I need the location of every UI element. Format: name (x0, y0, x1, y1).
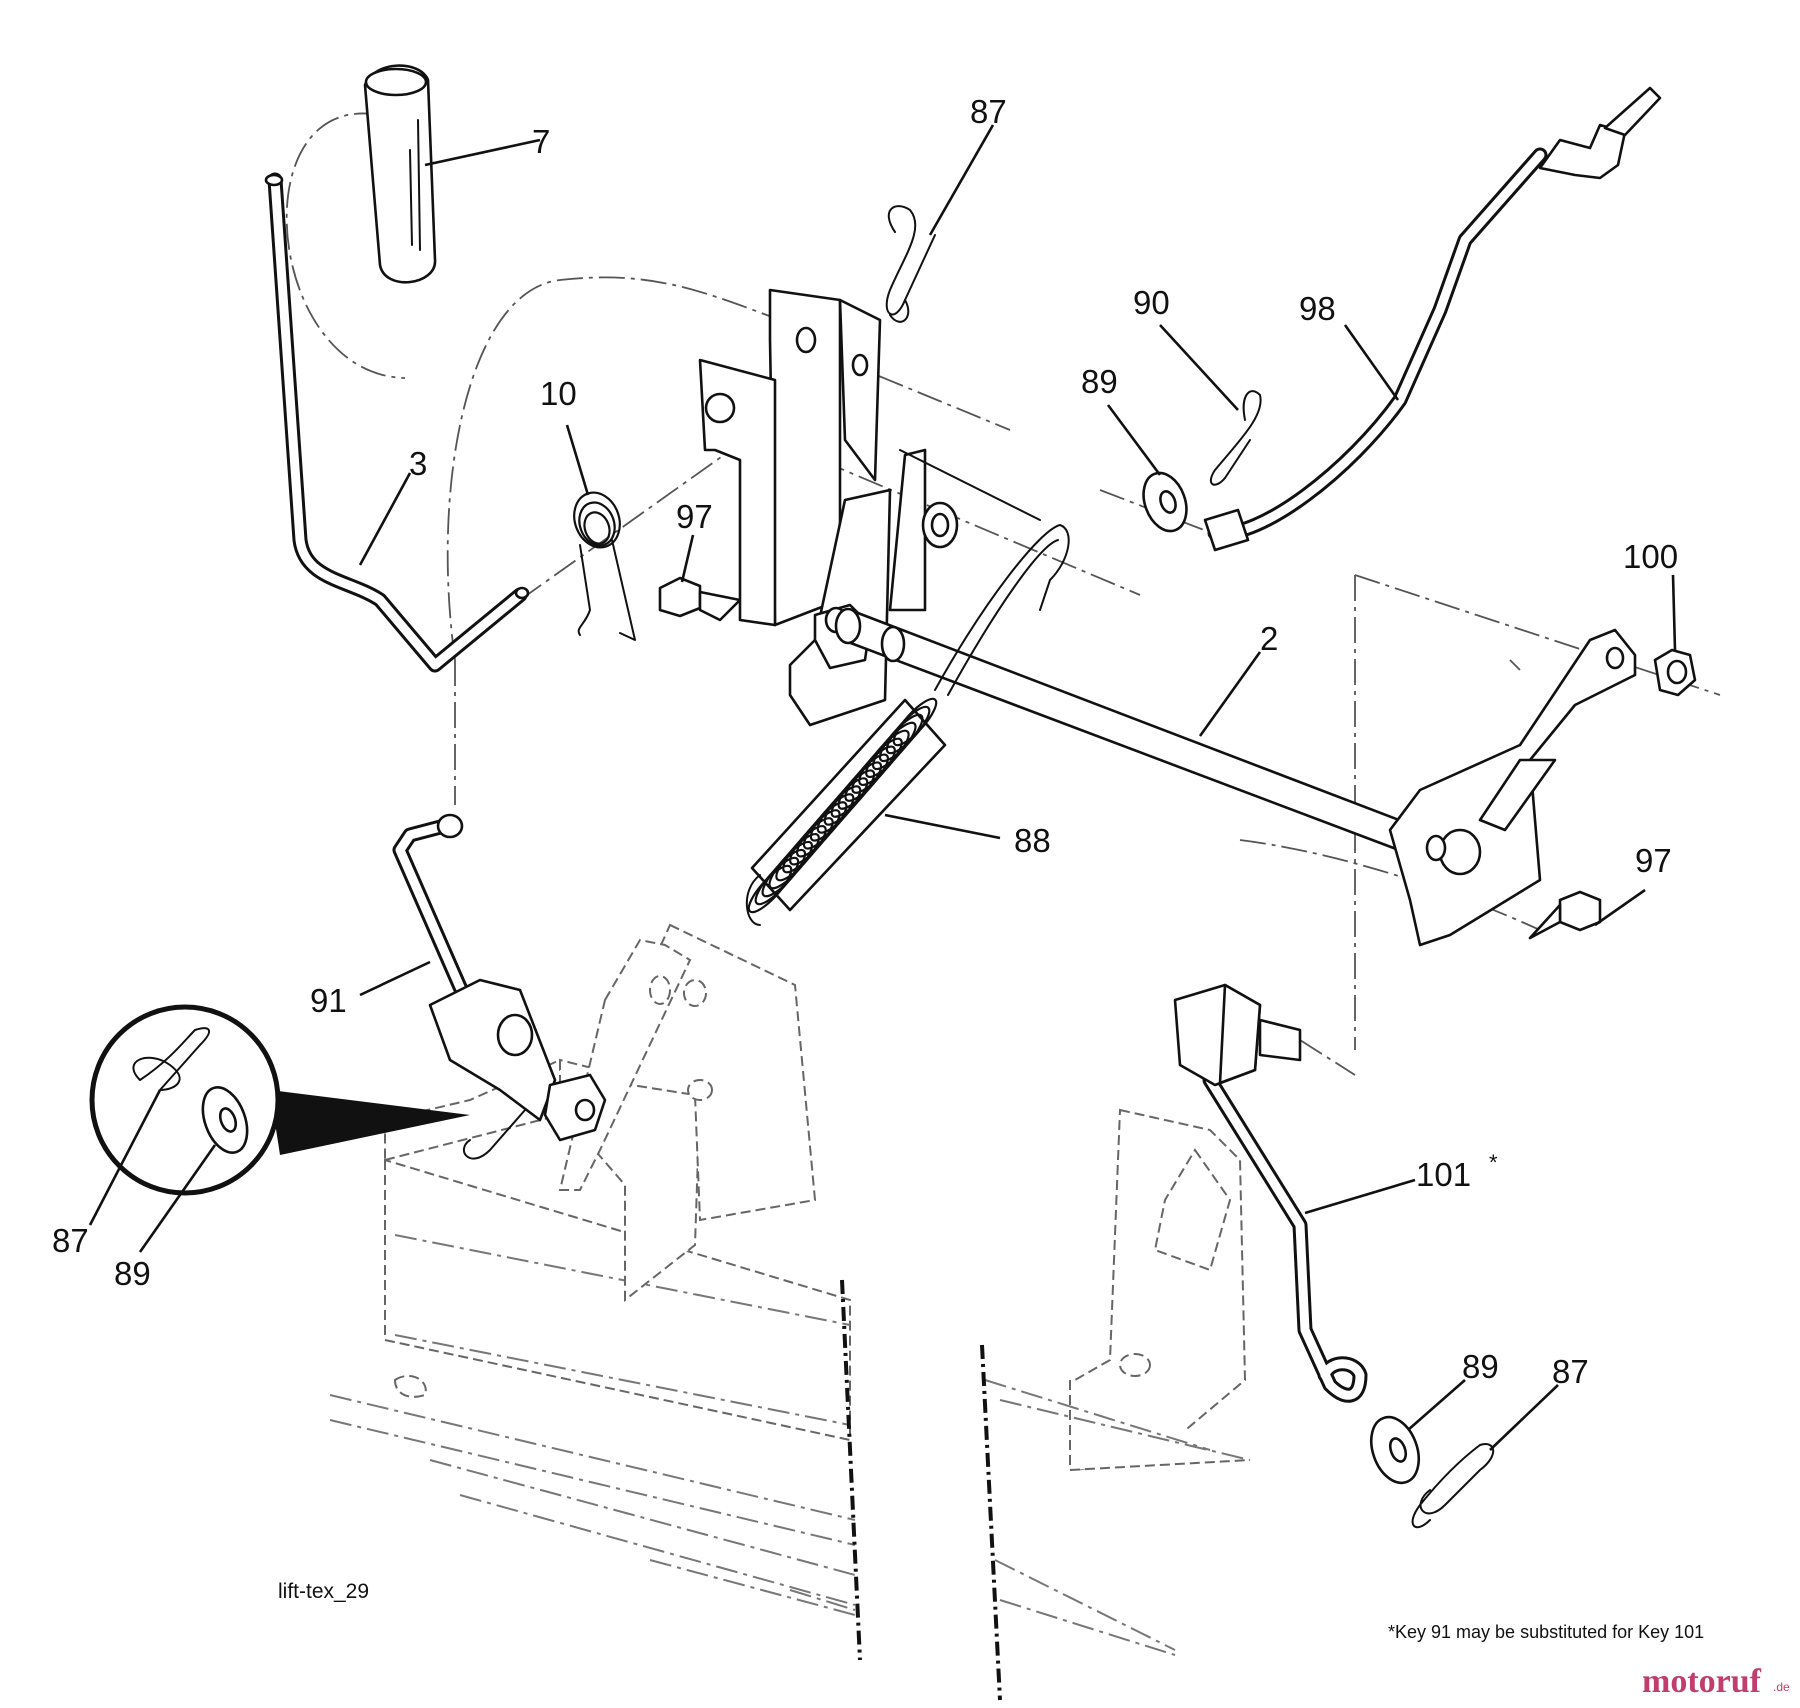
callout-87-detail: 87 (52, 1222, 89, 1259)
assembly-centerlines (285, 112, 1721, 1076)
part-91-left-lift-arm (392, 813, 607, 1160)
upper-mounting-bracket (698, 288, 1041, 727)
callout-90: 90 (1133, 284, 1170, 321)
right-lift-arm (1388, 628, 1637, 947)
part-101-lift-arm (1173, 983, 1368, 1403)
part-88-extension-spring (745, 697, 947, 926)
part-87-hair-clip-bottom (1411, 1443, 1495, 1529)
callout-97-top: 97 (676, 498, 713, 535)
part-97-bolt-top (658, 576, 742, 622)
motoruf-watermark: motoruf .de (1642, 1663, 1790, 1700)
mower-deck-right-ghost (984, 1108, 1251, 1656)
spring-coil (892, 697, 938, 747)
break-lines (840, 1279, 1002, 1701)
part-97-bolt-right (1528, 890, 1602, 940)
callout-3: 3 (409, 445, 427, 482)
part-87-hair-clip-top (885, 205, 936, 323)
leader-lines (88, 124, 1677, 1451)
callout-87-bottom: 87 (1552, 1353, 1589, 1390)
callout-labels: 7 87 90 98 89 10 3 97 100 2 88 97 91 101… (52, 93, 1678, 1390)
part-100-nut (1653, 648, 1697, 697)
part-89-washer-bottom (1369, 1415, 1421, 1485)
callout-91: 91 (310, 982, 347, 1019)
footnote: *Key 91 may be substituted for Key 101 (1388, 1622, 1704, 1642)
part-7-handle-grip (363, 64, 437, 284)
callout-89-detail: 89 (114, 1255, 151, 1292)
part-89-washer-top (1142, 471, 1188, 533)
callout-87-top: 87 (970, 93, 1007, 130)
callout-100: 100 (1623, 538, 1678, 575)
mower-deck-left-ghost (329, 923, 856, 1616)
callout-98: 98 (1299, 290, 1336, 327)
part-3-lift-lever (264, 172, 530, 673)
callout-89-top: 89 (1081, 363, 1118, 400)
part-98-lift-link-rod (1203, 86, 1662, 552)
watermark-suffix: .de (1773, 1680, 1790, 1694)
callout-97-right: 97 (1635, 842, 1672, 879)
callout-88: 88 (1014, 822, 1051, 859)
callout-101-asterisk: * (1489, 1150, 1498, 1175)
watermark-name: motoruf (1642, 1663, 1762, 1700)
part-90-hair-pin (1209, 390, 1262, 486)
callout-101: 101 (1416, 1156, 1471, 1193)
detail-callout (89, 1004, 470, 1196)
callout-7: 7 (532, 123, 550, 160)
part-10-torsion-spring (573, 491, 636, 641)
spring-hook-rod (934, 524, 1070, 696)
callout-2: 2 (1260, 620, 1278, 657)
callout-10: 10 (540, 375, 577, 412)
drawing-id: lift-tex_29 (278, 1580, 369, 1603)
callout-89-bottom: 89 (1462, 1348, 1499, 1385)
